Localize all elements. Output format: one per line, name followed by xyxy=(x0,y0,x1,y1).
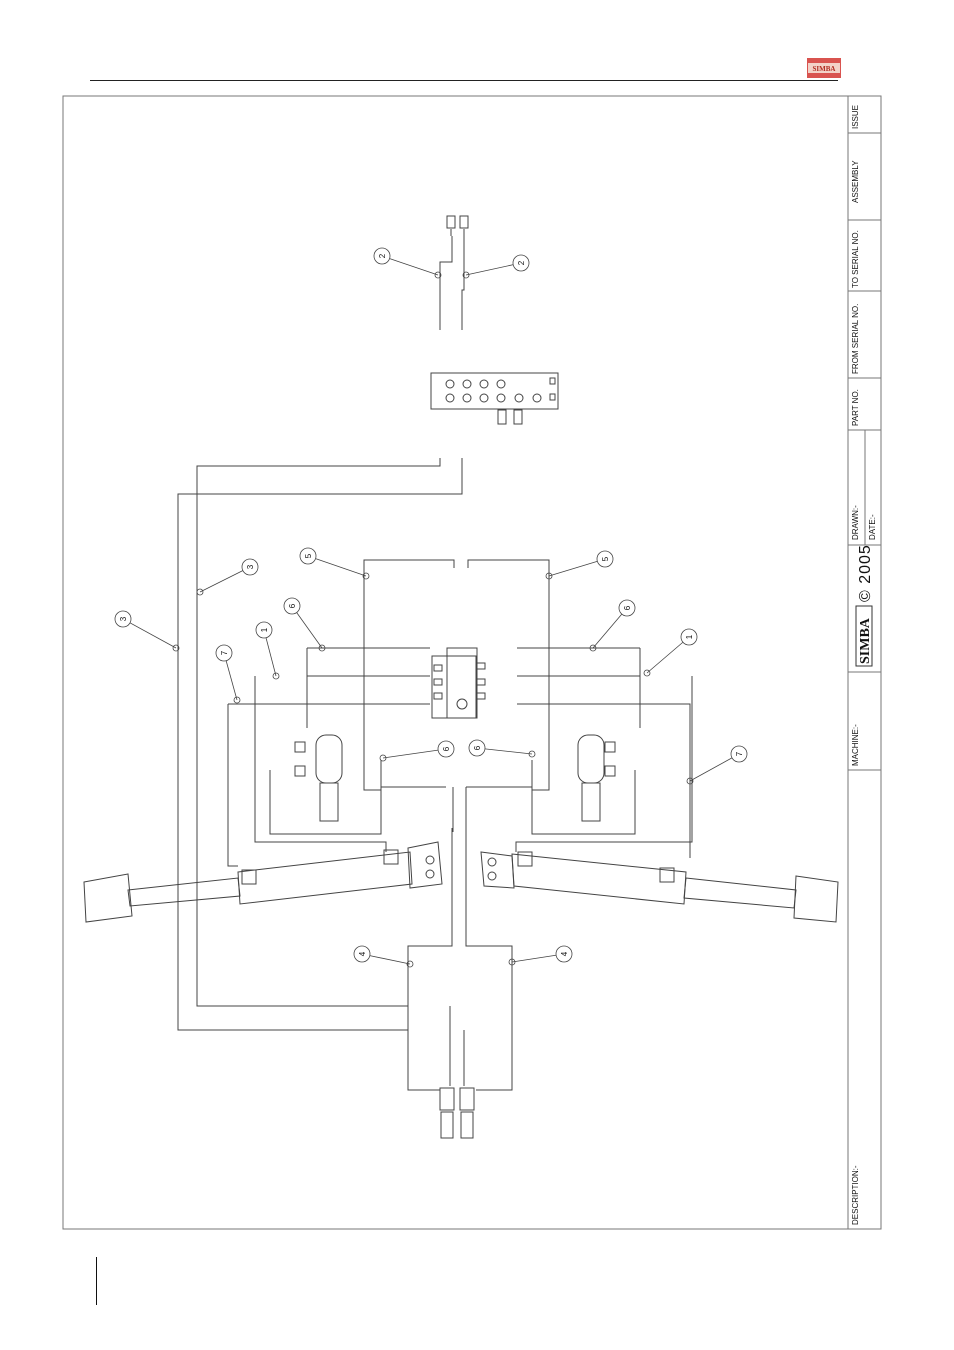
callout-label: 6 xyxy=(288,603,297,608)
callout-label: 1 xyxy=(685,634,694,639)
title-block-assembly: ASSEMBLY xyxy=(851,160,860,203)
callout-label: 4 xyxy=(358,951,367,956)
callout-label: 6 xyxy=(473,745,482,750)
title-block-part-no: PART NO. xyxy=(851,389,860,426)
callout-label: 6 xyxy=(623,605,632,610)
drawing-frame xyxy=(63,96,881,1229)
title-block-machine: MACHINE:- xyxy=(851,724,860,766)
title-block-drawn: DRAWN:- xyxy=(851,505,860,540)
callout-label: 3 xyxy=(246,564,255,569)
callout-label: 6 xyxy=(442,746,451,751)
callout-label: 2 xyxy=(517,260,526,265)
callout-label: 4 xyxy=(560,951,569,956)
callout-label: 3 xyxy=(119,616,128,621)
callout-label: 7 xyxy=(735,751,744,756)
title-block-description: DESCRIPTION:- xyxy=(851,1165,860,1225)
callout-label: 7 xyxy=(220,650,229,655)
title-block-from-serial: FROM SERIAL NO. xyxy=(851,304,860,374)
title-block-date: DATE:- xyxy=(868,514,877,540)
title-block-copyright: © 2005 xyxy=(857,544,875,602)
title-block-to-serial: TO SERIAL NO. xyxy=(851,230,860,288)
title-block-brand: SIMBA xyxy=(858,618,874,664)
callout-label: 5 xyxy=(601,556,610,561)
callout-label: 2 xyxy=(378,253,387,258)
callout-label: 1 xyxy=(260,627,269,632)
title-block-issue: ISSUE xyxy=(851,105,860,129)
callout-label: 5 xyxy=(304,553,313,558)
page-margin-mark xyxy=(96,1257,97,1305)
